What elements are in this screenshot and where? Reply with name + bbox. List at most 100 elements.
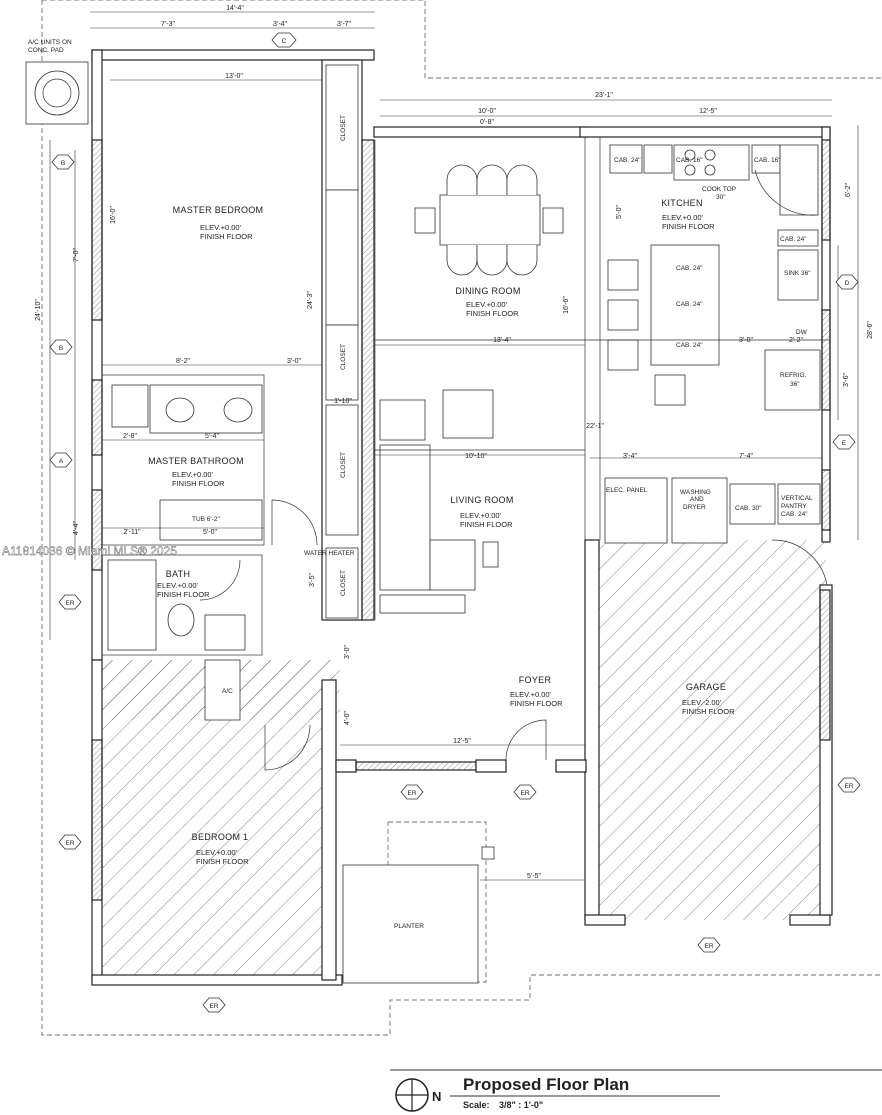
tag-er-4: ER (400, 784, 424, 800)
svg-text:ELEV.+0.00': ELEV.+0.00' (662, 213, 704, 222)
cooktop-size: 30" (716, 194, 726, 201)
tag-er-6: ER (837, 777, 861, 793)
cab-24-label: CAB. 24" (614, 157, 641, 164)
tag-b-upper: B (51, 154, 75, 170)
dim-16-6: 16'-6" (563, 296, 570, 314)
and-label: AND (690, 496, 704, 503)
dim-top-b: 3'-4" (273, 21, 287, 28)
dim-top-a: 7'-3" (161, 21, 175, 28)
island-cab-3: CAB. 24" (676, 342, 703, 349)
dim-28-6: 28'-6" (867, 321, 874, 339)
dim-2-2: 2'-2" (789, 337, 803, 344)
svg-text:C: C (282, 38, 287, 45)
water-heater-label: WATER HEATER (304, 550, 355, 557)
tag-er-1: ER (58, 594, 82, 610)
svg-text:FINISH FLOOR: FINISH FLOOR (460, 520, 513, 529)
closet-label-1: CLOSET (340, 115, 347, 141)
svg-text:BEDROOM 1: BEDROOM 1 (192, 832, 249, 842)
dim-dining-w: 10'-0" (478, 108, 496, 115)
room-bath: BATH ELEV.+0.00' FINISH FLOOR (157, 569, 210, 599)
dim-1-10: 1'-10" (334, 398, 352, 405)
svg-text:ELEV.+0.00': ELEV.+0.00' (200, 223, 242, 232)
dim-12-5: 12'-5" (453, 738, 471, 745)
cab-16-label: CAB. 16" (676, 157, 703, 164)
tag-er-3: ER (202, 997, 226, 1013)
room-garage: GARAGE ELEV.-2.00' FINISH FLOOR (682, 682, 735, 716)
svg-text:DINING ROOM: DINING ROOM (455, 286, 520, 296)
scale-value: 3/8" : 1'-0" (499, 1100, 543, 1110)
island-cab-1: CAB. 24" (676, 265, 703, 272)
refrig-size: 36" (790, 381, 800, 388)
dim-top-c: 3'-7" (337, 21, 351, 28)
ac-label: A/C (222, 688, 233, 695)
svg-text:MASTER BEDROOM: MASTER BEDROOM (173, 205, 264, 215)
dim-5-5: 5'-5" (527, 873, 541, 880)
svg-text:FINISH FLOOR: FINISH FLOOR (196, 857, 249, 866)
dim-2-8: 2'-8" (123, 433, 137, 440)
room-kitchen: KITCHEN ELEV.+0.00' FINISH FLOOR (661, 198, 715, 231)
svg-text:MASTER BATHROOM: MASTER BATHROOM (148, 456, 244, 466)
room-master-bedroom: MASTER BEDROOM ELEV.+0.00' FINISH FLOOR (173, 205, 264, 241)
dim-top-total: 14'-4" (226, 5, 244, 12)
svg-text:ER: ER (520, 790, 529, 797)
room-foyer: FOYER ELEV.+0.00' FINISH FLOOR (510, 675, 563, 708)
dim-5-4: 5'-4" (205, 433, 219, 440)
dim-right-total: 23'-1" (595, 92, 613, 99)
svg-text:ELEV.+0.00': ELEV.+0.00' (172, 470, 214, 479)
island-cab-2: CAB. 24" (676, 301, 703, 308)
dim-3-5: 3'-5" (309, 573, 316, 587)
svg-text:FOYER: FOYER (519, 675, 552, 685)
north-label: N (432, 1089, 441, 1104)
svg-text:E: E (842, 440, 847, 447)
tag-c: C (271, 32, 297, 48)
sink-label: SINK 36" (784, 270, 811, 277)
cooktop-label: COOK TOP (702, 186, 736, 193)
room-master-bathroom: MASTER BATHROOM ELEV.+0.00' FINISH FLOOR (148, 456, 244, 488)
svg-text:A: A (59, 458, 64, 465)
svg-text:ER: ER (844, 783, 853, 790)
refrig-label: REFRIG. (780, 372, 807, 379)
svg-text:GARAGE: GARAGE (686, 682, 726, 692)
dim-mb-width: 13'-0" (225, 73, 243, 80)
dim-5-0b: 5'-0" (616, 205, 623, 219)
svg-text:LIVING ROOM: LIVING ROOM (450, 495, 513, 505)
closet-label-2: CLOSET (340, 344, 347, 370)
tag-er-5: ER (513, 784, 537, 800)
dryer-label: DRYER (683, 504, 706, 511)
dim-22-1: 22'-1" (586, 423, 604, 430)
vertical-label: VERTICAL (781, 495, 813, 502)
ac-units-label-2: CONC. PAD (28, 47, 64, 54)
svg-text:D: D (845, 280, 850, 287)
svg-text:B: B (61, 160, 65, 167)
garage-hatch (598, 540, 826, 920)
property-line (41, 0, 882, 1036)
dim-kitchen-w: 12'-5" (699, 108, 717, 115)
watermark: A11814036 © Miami MLS® 2025 (2, 544, 177, 558)
closet-label-4: CLOSET (340, 570, 347, 596)
dim-3-0: 3'-0" (739, 337, 753, 344)
wall-left-window-2 (91, 379, 103, 456)
svg-text:ER: ER (65, 600, 74, 607)
ac-units-label: A/C UNITS ON (28, 39, 72, 46)
svg-text:ELEV.+0.00': ELEV.+0.00' (510, 690, 552, 699)
svg-text:ELEV.-2.00': ELEV.-2.00' (682, 698, 722, 707)
pantry-label: PANTRY (781, 503, 807, 510)
svg-text:FINISH FLOOR: FINISH FLOOR (157, 590, 210, 599)
planter-label: PLANTER (394, 923, 424, 930)
washing-label: WASHING (680, 489, 711, 496)
dim-d8: 0'-8" (480, 119, 494, 126)
dw-label: DW (796, 329, 808, 336)
svg-text:KITCHEN: KITCHEN (661, 198, 703, 208)
dim-4-4: 4'-4" (73, 521, 80, 535)
dim-3-6: 3'-6" (843, 373, 850, 387)
wall-left-window-1 (91, 139, 103, 321)
svg-text:BATH: BATH (166, 569, 191, 579)
room-living-room: LIVING ROOM ELEV.+0.00' FINISH FLOOR (450, 495, 513, 529)
svg-text:FINISH FLOOR: FINISH FLOOR (662, 222, 715, 231)
dim-10-10: 10'-10" (465, 453, 487, 460)
dim-4-0: 4'-0" (344, 711, 351, 725)
svg-text:B: B (59, 345, 63, 352)
svg-text:ELEV.+0.00': ELEV.+0.00' (466, 300, 508, 309)
wall-master-right-hatch (361, 139, 375, 621)
